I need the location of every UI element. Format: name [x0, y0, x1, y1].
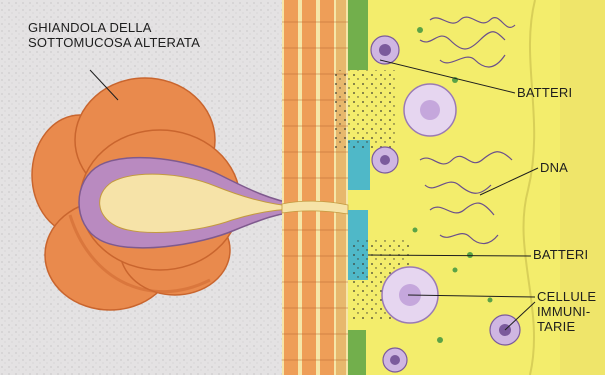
bacteria-cluster-top	[335, 70, 395, 150]
label-dna: DNA	[540, 160, 568, 175]
label-bacteria-mid: BATTERI	[533, 247, 588, 262]
label-altered-submucosal-gland: GHIANDOLA DELLA SOTTOMUCOSA ALTERATA	[28, 20, 200, 50]
airway-epithelium	[282, 0, 348, 375]
label-immune-line3: TARIE	[537, 319, 596, 334]
label-bacteria-top: BATTERI	[517, 85, 572, 100]
label-gland-line2: SOTTOMUCOSA ALTERATA	[28, 35, 200, 50]
label-immune-line2: IMMUNI-	[537, 304, 596, 319]
label-gland-line1: GHIANDOLA DELLA	[28, 20, 200, 35]
label-immune-cells: CELLULE IMMUNI- TARIE	[537, 289, 596, 334]
label-immune-line1: CELLULE	[537, 289, 596, 304]
